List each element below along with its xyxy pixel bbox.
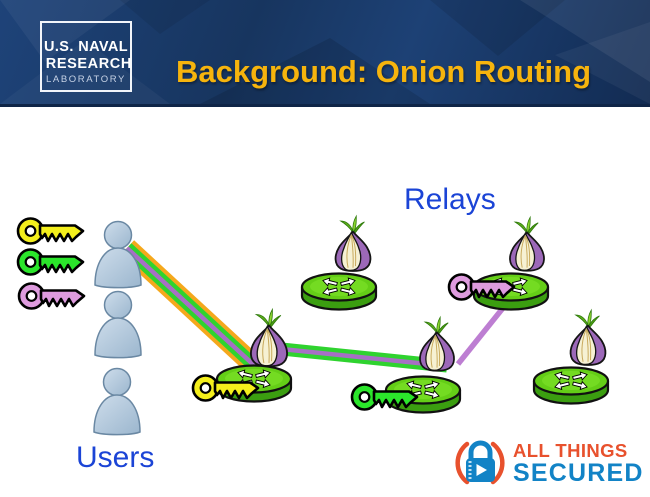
key-pink-icon xyxy=(17,282,86,310)
lock-icon xyxy=(455,440,505,485)
user-figure-3 xyxy=(93,367,141,436)
nrl-logo-line2-row: RESEARCH xyxy=(44,56,132,73)
circuit-band-entry-to-middle xyxy=(261,340,448,373)
circuit-band-middle-to-exit xyxy=(455,301,510,366)
user-figure-2 xyxy=(94,290,142,359)
key-green-icon xyxy=(16,248,85,276)
all-things-secured-logo: ALL THINGS SECURED xyxy=(452,435,644,491)
relays-label: Relays xyxy=(404,183,496,216)
relay-exit xyxy=(447,216,548,309)
nrl-logo-line3: LABORATORY xyxy=(46,74,126,85)
brand-text: ALL THINGS SECURED xyxy=(513,441,644,486)
relay-bottom-right xyxy=(534,309,608,403)
nrl-logo-line2: RESEARCH xyxy=(45,56,132,72)
slide-title: Background: Onion Routing xyxy=(176,54,592,89)
brand-line1: ALL THINGS xyxy=(513,439,628,461)
circuit-band-user-to-entry xyxy=(119,240,266,377)
relay-top xyxy=(302,215,376,309)
brand-line2: SECURED xyxy=(513,458,644,487)
key-yellow-icon xyxy=(16,217,85,245)
users-label: Users xyxy=(76,441,155,474)
nrl-logo-line1: U.S. NAVAL xyxy=(43,39,129,55)
nrl-logo: U.S. NAVAL RESEARCH LABORATORY xyxy=(40,21,132,92)
